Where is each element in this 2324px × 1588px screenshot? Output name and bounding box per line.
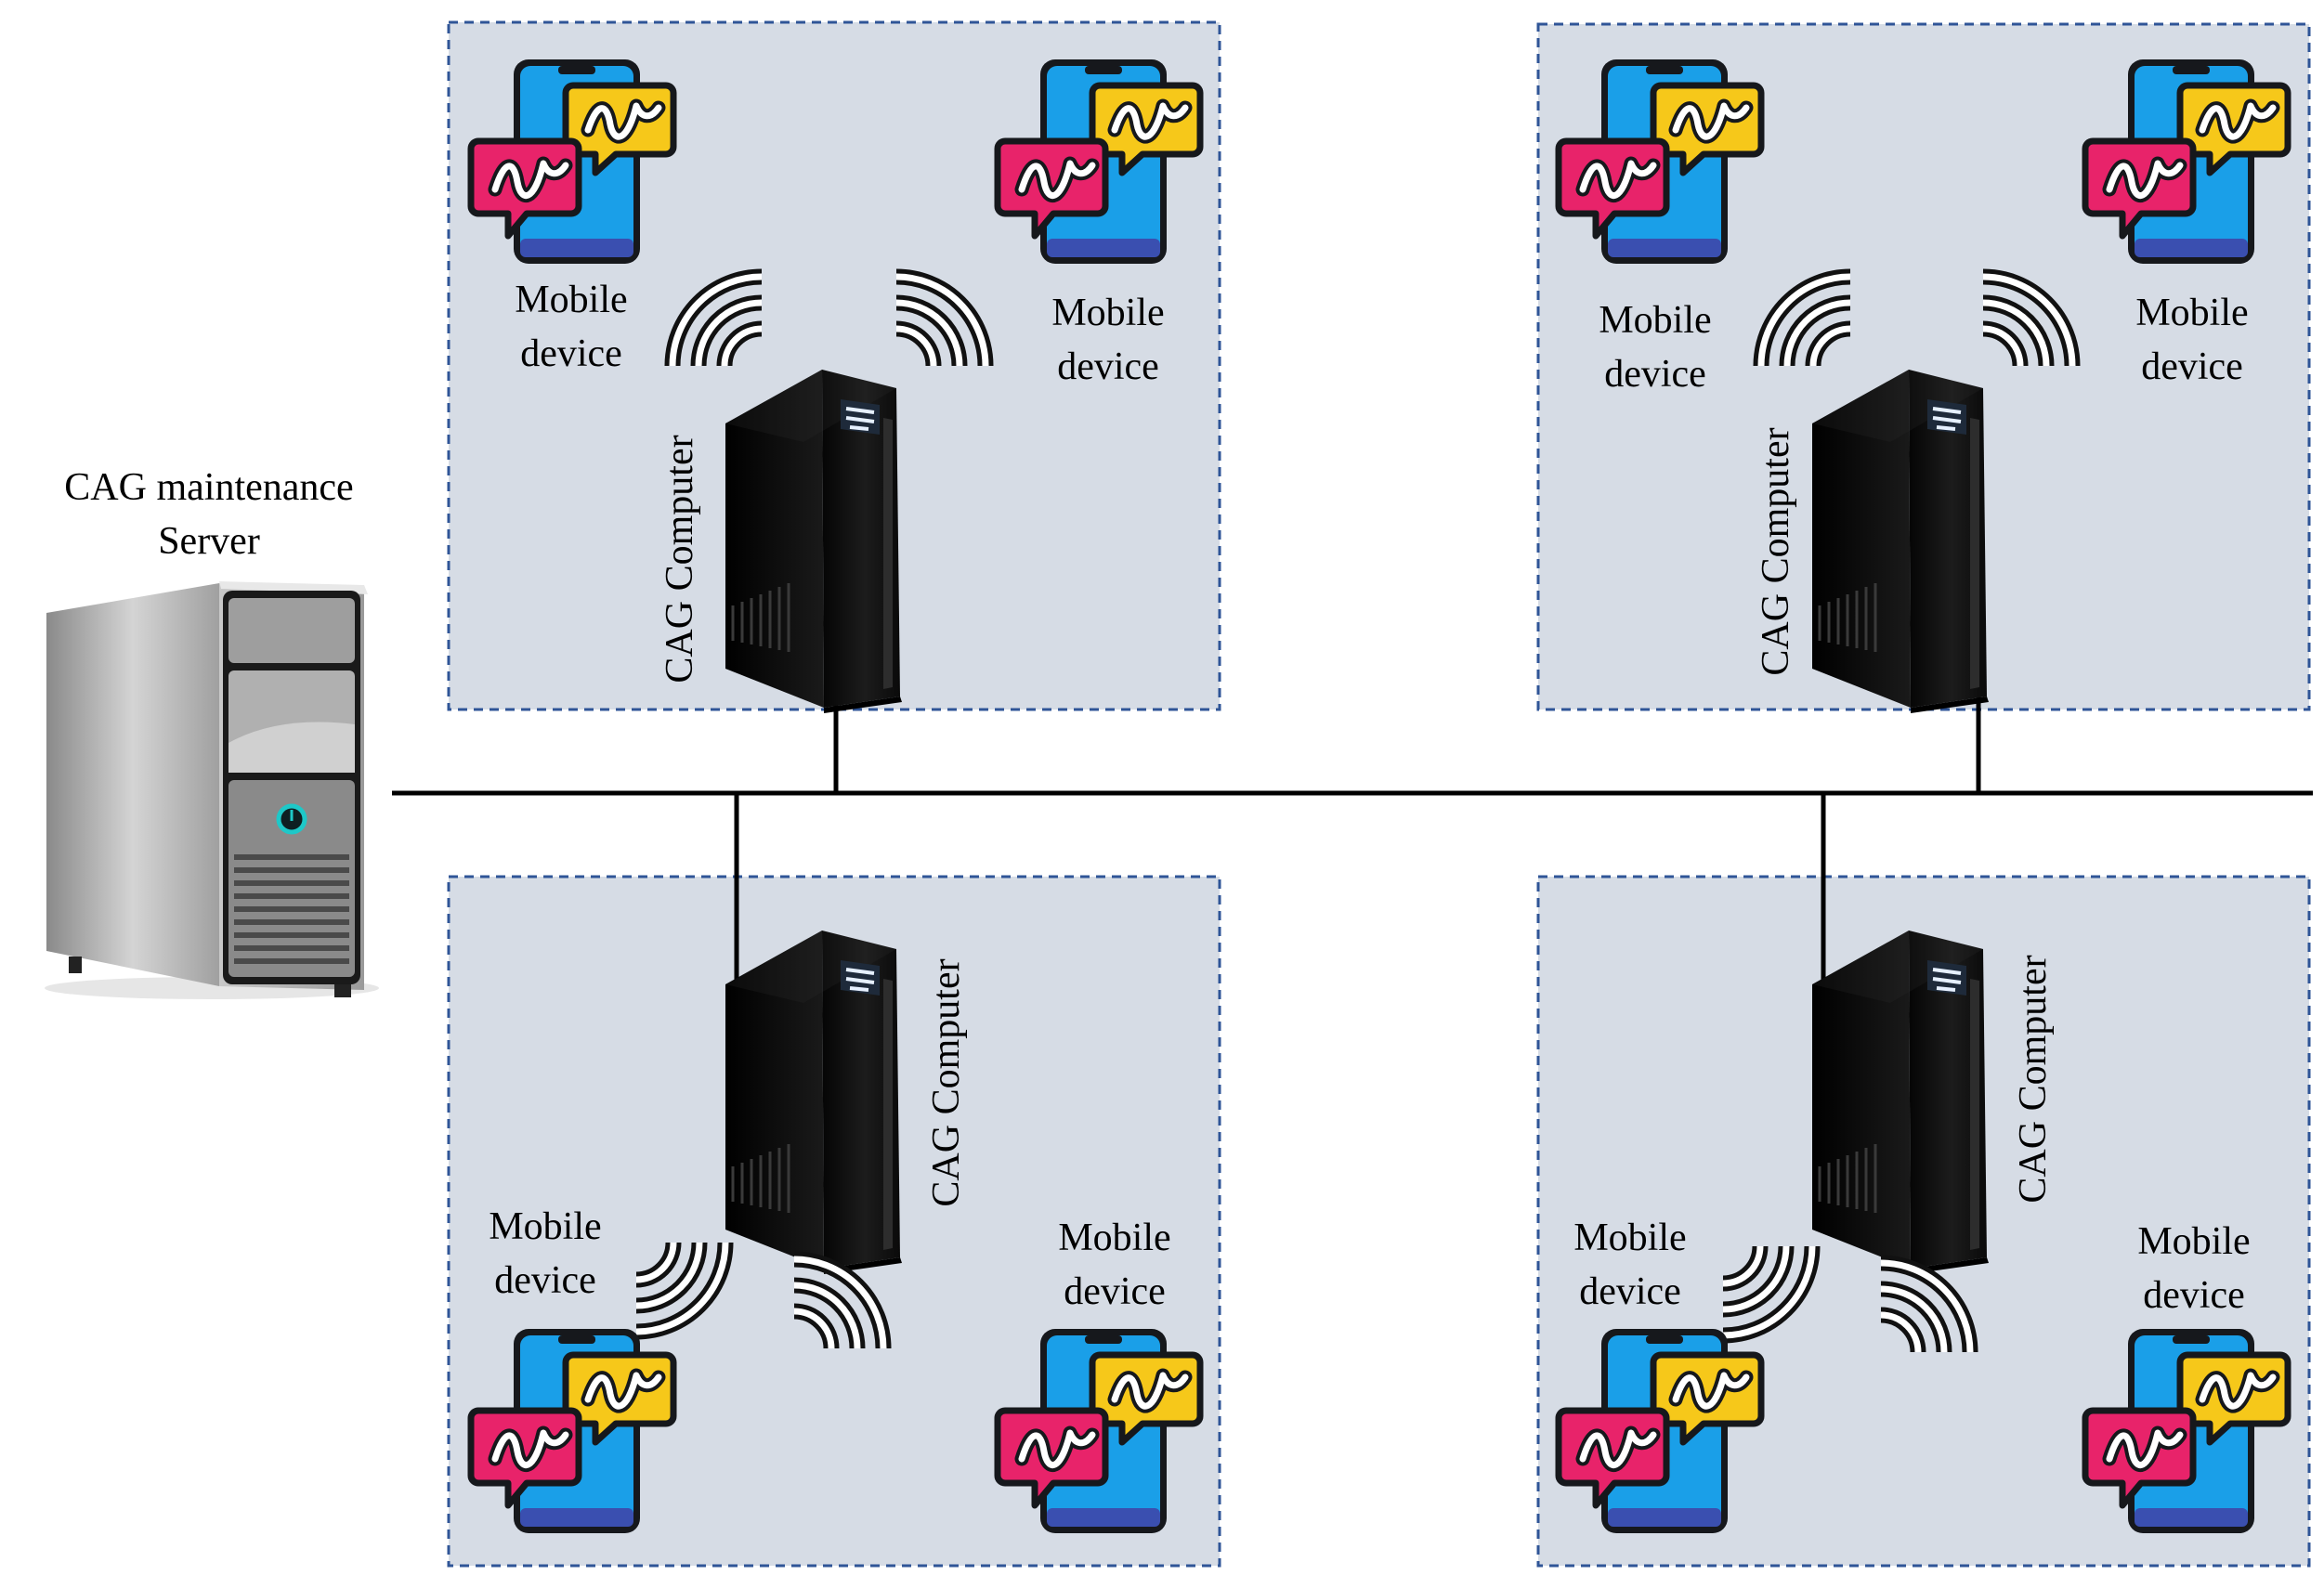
device-label-line1: Mobile: [1051, 292, 1164, 334]
device-label-line1: Mobile: [1573, 1217, 1686, 1259]
device-label-line1: Mobile: [489, 1205, 601, 1248]
cag-computer-icon: [724, 929, 904, 1276]
server-label-line1: CAG maintenance: [64, 466, 353, 509]
device-label-line2: device: [1579, 1270, 1681, 1313]
device-label-line1: Mobile: [1058, 1217, 1170, 1259]
cag-computer-label: CAG Computer: [659, 435, 701, 683]
device-label-line1: Mobile: [2135, 292, 2248, 334]
cag-computer-icon: [1810, 368, 1991, 715]
cag-computer-icon: [1810, 929, 1991, 1276]
device-label-line1: Mobile: [1599, 299, 1711, 342]
device-label-line1: Mobile: [515, 279, 627, 321]
cag-computer-label: CAG Computer: [1755, 427, 1797, 675]
device-label-line2: device: [1604, 353, 1706, 396]
server-label-line2: Server: [158, 520, 260, 563]
device-label-line2: device: [1064, 1270, 1166, 1313]
device-label-line2: device: [1057, 345, 1159, 388]
server-icon: [45, 581, 379, 999]
device-label-line2: device: [520, 332, 622, 375]
cag-computer-icon: [724, 368, 904, 715]
device-label-line2: device: [2143, 1274, 2245, 1317]
network-bus: [392, 687, 2313, 1012]
device-label-line1: Mobile: [2137, 1220, 2250, 1263]
cag-computer-label: CAG Computer: [925, 958, 968, 1206]
device-label-line2: device: [494, 1259, 596, 1302]
device-label-line2: device: [2141, 345, 2243, 388]
cag-computer-label: CAG Computer: [2012, 955, 2055, 1203]
